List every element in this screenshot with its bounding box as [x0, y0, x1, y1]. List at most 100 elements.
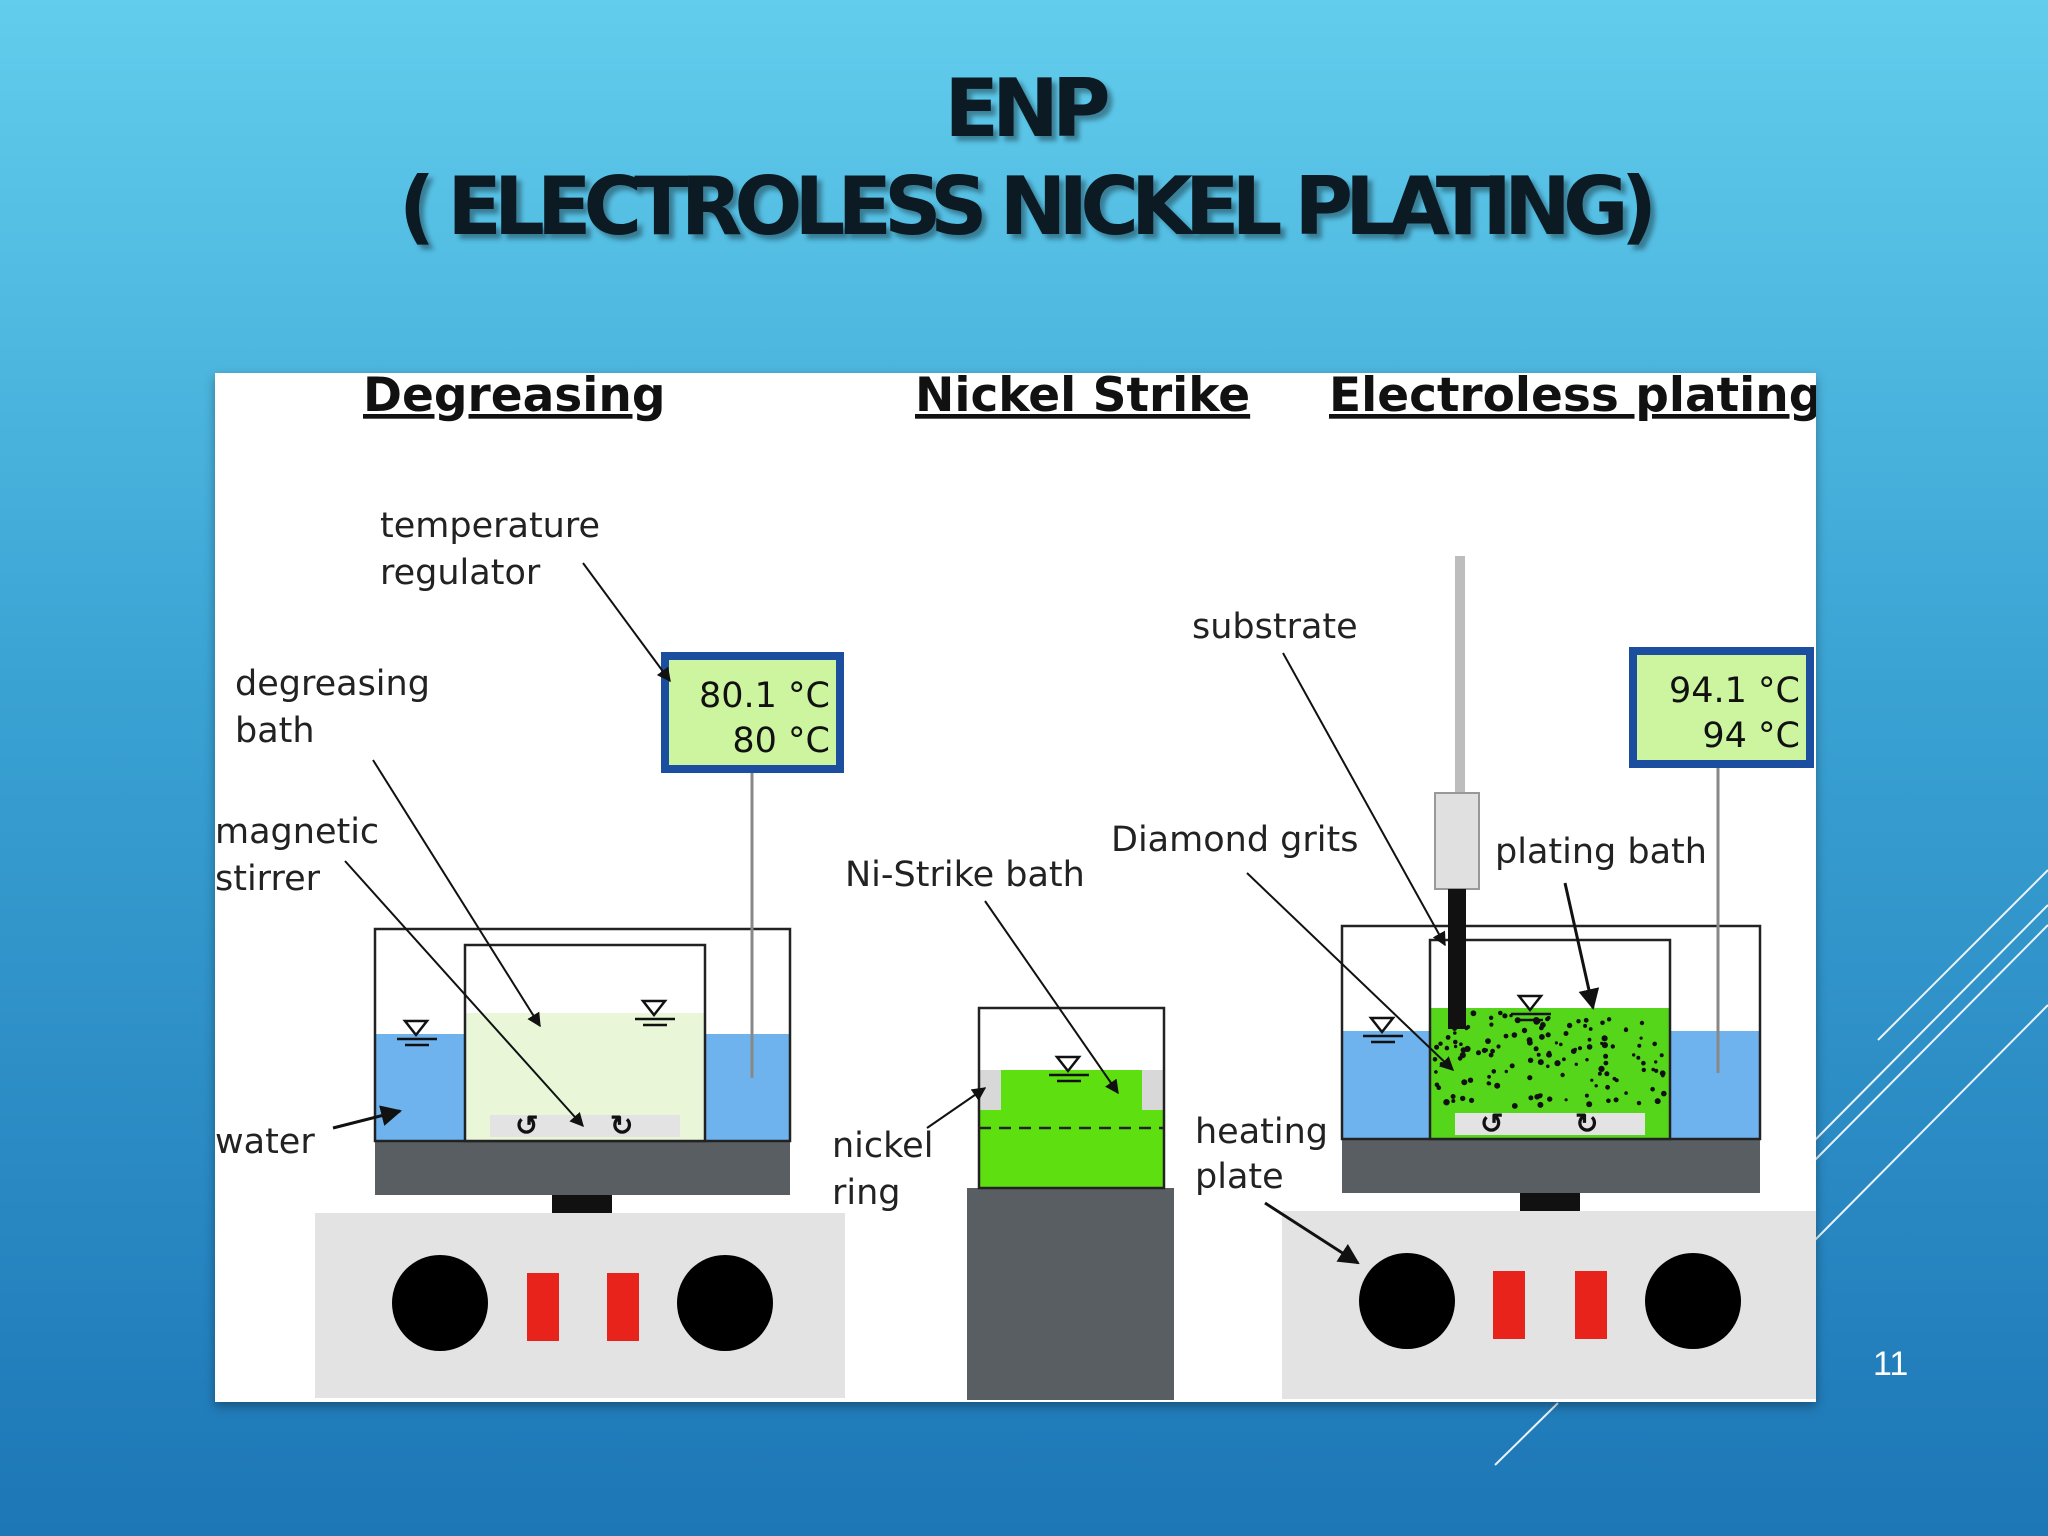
grit-dot	[1486, 1081, 1491, 1086]
grit-dot	[1641, 1067, 1647, 1073]
grit-dot	[1434, 1070, 1438, 1074]
hotplate-knob	[1645, 1253, 1741, 1349]
grit-dot	[1563, 1031, 1569, 1036]
hotplate-knob	[677, 1255, 773, 1351]
grit-dot	[1601, 1035, 1608, 1042]
grit-dot	[1488, 1015, 1494, 1020]
grit-dot	[1443, 1099, 1450, 1106]
grit-dot	[1604, 1071, 1610, 1077]
grit-dot	[1546, 1052, 1552, 1058]
bath-level-icon	[1516, 994, 1544, 1013]
hotplate-stem	[1520, 1193, 1580, 1211]
substrate	[1448, 889, 1466, 1029]
grit-dot	[1459, 1042, 1463, 1046]
substrate-rod	[1455, 556, 1465, 866]
grit-dot	[1527, 1057, 1534, 1063]
grit-dot	[1601, 1042, 1608, 1049]
stirrer-arrow-icon: ↻	[610, 1110, 633, 1141]
grit-dot	[1537, 1059, 1544, 1066]
slide-title-line-2: ( ELECTROLESS NICKEL PLATING)	[398, 160, 1657, 253]
stirrer-arrow-icon: ↺	[515, 1110, 538, 1141]
grit-dot	[1490, 1048, 1495, 1054]
display-set-temperature: 80 °C	[732, 721, 830, 761]
grit-dot	[1586, 1101, 1593, 1108]
grit-dot	[1470, 1010, 1477, 1017]
grit-dot	[1545, 1016, 1550, 1022]
hotplate-stem	[552, 1195, 612, 1213]
grit-dot	[1498, 1010, 1503, 1016]
grit-dot	[1466, 1024, 1471, 1030]
grit-dot	[1504, 1069, 1509, 1074]
grit-dot	[1654, 1060, 1658, 1064]
pointer-arrow	[582, 562, 671, 683]
deco-line	[1814, 924, 2048, 1161]
grit-dot	[1600, 1020, 1605, 1026]
grit-dot	[1491, 1069, 1497, 1074]
grit-dot	[1594, 1084, 1598, 1088]
grit-dot	[1460, 1095, 1466, 1102]
grit-dot	[1545, 1032, 1551, 1038]
grit-dot	[1496, 1044, 1501, 1049]
grit-dot	[1654, 1068, 1659, 1073]
hotplate-knob	[392, 1255, 488, 1351]
grit-dot	[1453, 1039, 1458, 1045]
pointer-arrow	[1563, 882, 1600, 1011]
grit-dot	[1659, 1053, 1664, 1058]
label-stirrer: stirrer	[215, 859, 321, 899]
grit-dot	[1453, 1031, 1457, 1035]
grit-dot	[1445, 1035, 1451, 1040]
grit-dot	[1489, 1022, 1494, 1027]
label-magnetic: magnetic	[215, 812, 379, 852]
pointer-arrow	[926, 1087, 987, 1129]
label-heating: heating	[1195, 1112, 1328, 1152]
label-ring: ring	[832, 1173, 901, 1213]
grit-dot	[1651, 1067, 1655, 1072]
label-plate: plate	[1195, 1157, 1284, 1197]
hotplate-indicator	[1493, 1271, 1525, 1339]
temperature-display	[1629, 647, 1814, 768]
bath-level-icon	[640, 999, 668, 1018]
grit-dot	[1605, 1084, 1610, 1090]
pointer-arrow	[344, 860, 584, 1128]
grit-dot	[1547, 1096, 1553, 1102]
magnetic-stirrer	[1455, 1113, 1645, 1135]
grit-dot	[1583, 1023, 1588, 1028]
hotplate-indicator	[1575, 1271, 1607, 1339]
grit-dot	[1509, 1063, 1515, 1069]
grit-dot	[1583, 1017, 1589, 1023]
grit-dot	[1453, 1044, 1458, 1049]
slide-number: 11	[1873, 1345, 1909, 1383]
grit-dot	[1560, 1072, 1565, 1078]
grit-dot	[1469, 1097, 1475, 1103]
heating-plate	[375, 1141, 790, 1195]
grit-dot	[1564, 1098, 1568, 1102]
degreasing-setup: ↺ ↻ 80.1 °C 80 °C	[315, 652, 845, 1398]
grit-dot	[1641, 1060, 1646, 1066]
display-actual-temperature: 80.1 °C	[699, 676, 830, 716]
deco-line	[1494, 1402, 1559, 1466]
hotplate-knob	[1359, 1253, 1455, 1349]
bath-level-icon	[1054, 1055, 1082, 1074]
grit-dot	[1584, 1093, 1589, 1098]
label-plating-bath: plating bath	[1495, 832, 1707, 872]
display-actual-temperature: 94.1 °C	[1669, 671, 1800, 711]
pointer-arrow	[332, 1105, 403, 1130]
grit-dot	[1503, 1033, 1509, 1039]
pointer-arrow	[372, 759, 541, 1028]
grit-dot	[1576, 1019, 1581, 1024]
grit-dot	[1487, 1074, 1491, 1079]
grit-dot	[1573, 1047, 1578, 1052]
pointer-arrow	[984, 900, 1119, 1095]
heading-electroless-plating: Electroless plating	[1329, 373, 1816, 423]
grit-dot	[1539, 1034, 1545, 1040]
grit-dot	[1436, 1085, 1442, 1090]
grit-dot	[1636, 1100, 1642, 1106]
grit-dot	[1461, 1079, 1468, 1086]
grit-dot	[1546, 1064, 1550, 1069]
grit-dot	[1562, 1057, 1566, 1062]
grit-dot	[1488, 1052, 1494, 1058]
grit-dot	[1566, 1022, 1573, 1029]
water-level-icon	[1368, 1016, 1396, 1035]
grit-dot	[1451, 1099, 1456, 1103]
